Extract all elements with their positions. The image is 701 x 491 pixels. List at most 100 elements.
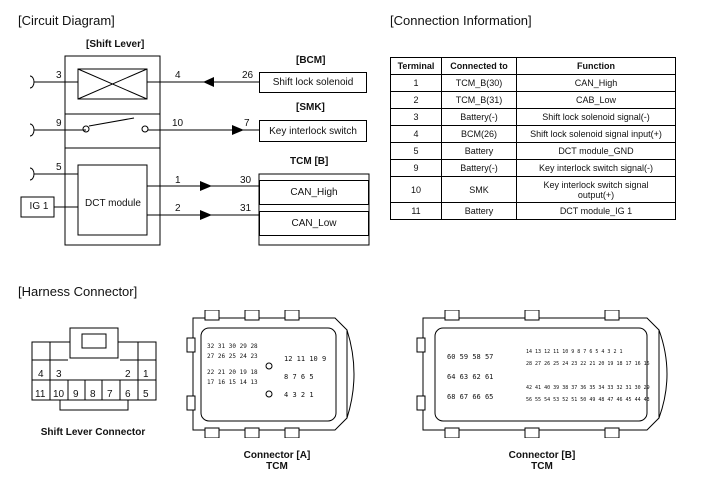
- slc-pin: 8: [90, 389, 96, 400]
- conn-a-row: 22 21 20 19 18: [207, 369, 258, 376]
- cell-terminal: 5: [390, 142, 442, 160]
- shift-lever-outline: [64, 55, 161, 246]
- conn-a-row: 8 7 6 5: [284, 373, 314, 381]
- cell-terminal: 9: [390, 159, 442, 177]
- cell-terminal: 2: [390, 91, 442, 109]
- cell-connected-to: TCM_B(31): [441, 91, 517, 109]
- connection-info-title: [Connection Information]: [390, 13, 532, 28]
- switch-box: [64, 113, 161, 149]
- table-row: 3 Battery(-) Shift lock solenoid signal(…: [390, 108, 676, 126]
- pin-bcm-26: 26: [242, 70, 254, 81]
- connector-a-right-pins: 12 11 10 9 8 7 6 5 4 3 2 1: [284, 350, 344, 404]
- conn-a-row: 12 11 10 9: [284, 355, 327, 363]
- table-row: 2 TCM_B(31) CAB_Low: [390, 91, 676, 109]
- cell-function-line1: Key interlock switch signal: [543, 179, 649, 190]
- slc-pin: 6: [125, 389, 131, 400]
- cell-connected-to: Battery(-): [441, 108, 517, 126]
- conn-a-row: 27 26 25 24 23: [207, 353, 258, 360]
- conn-b-row: 56 55 54 53 52 51 50 49 48 47 46 45 44 4…: [526, 397, 650, 403]
- table-row: 5 Battery DCT module_GND: [390, 142, 676, 160]
- connector-b-caption-line2: TCM: [531, 461, 553, 472]
- conn-b-row: 60 59 58 57: [447, 353, 494, 361]
- cell-function: DCT module_IG 1: [516, 202, 676, 220]
- dct-module-box: [77, 164, 148, 236]
- table-row: 10 SMK Key interlock switch signal outpu…: [390, 176, 676, 203]
- slc-pin: 11: [35, 389, 46, 400]
- cell-connected-to: Battery(-): [441, 159, 517, 177]
- conn-b-row: 28 27 26 25 24 23 22 21 20 19 18 17 16 1…: [526, 361, 650, 367]
- cell-terminal: 1: [390, 74, 442, 92]
- pin-1: 1: [175, 175, 181, 186]
- pin-3: 3: [56, 70, 62, 81]
- pin-4: 4: [175, 70, 181, 81]
- cell-terminal: 11: [390, 202, 442, 220]
- connector-b-small-pins: 14 13 12 11 10 9 8 7 6 5 4 3 2 1 28 27 2…: [526, 346, 654, 406]
- pin-9: 9: [56, 118, 62, 129]
- conn-b-row: 42 41 40 39 38 37 36 35 34 33 32 31 30 2…: [526, 385, 650, 391]
- cell-terminal: 10: [390, 176, 442, 203]
- pin-smk-7: 7: [244, 118, 250, 129]
- connector-a-caption-line1: Connector [A]: [243, 450, 311, 461]
- cell-function: Key interlock switch signal(-): [516, 159, 676, 177]
- slc-pin: 9: [73, 389, 79, 400]
- cell-function: CAN_High: [516, 74, 676, 92]
- ig1-label: IG 1: [29, 201, 49, 212]
- cell-function: Shift lock solenoid signal(-): [516, 108, 676, 126]
- smk-label: [SMK]: [296, 102, 325, 113]
- cell-function: DCT module_GND: [516, 142, 676, 160]
- table-row: 1 TCM_B(30) CAN_High: [390, 74, 676, 92]
- harness-connector-title: [Harness Connector]: [18, 284, 138, 299]
- conn-b-row: 68 67 66 65: [447, 393, 494, 401]
- shift-lock-solenoid-box: Shift lock solenoid: [259, 72, 367, 93]
- header-connected-to: Connected to: [441, 57, 517, 75]
- shift-lever-label: [Shift Lever]: [86, 39, 145, 50]
- connector-a-caption-line2: TCM: [266, 461, 288, 472]
- cell-connected-to: Battery: [441, 202, 517, 220]
- pin-2: 2: [175, 203, 181, 214]
- cell-connected-to: SMK: [441, 176, 517, 203]
- slc-pin: 7: [107, 389, 113, 400]
- cell-function-line2: output(+): [577, 189, 615, 200]
- key-interlock-switch-box: Key interlock switch: [259, 120, 367, 142]
- pin-10: 10: [172, 118, 184, 129]
- cell-connected-to: Battery: [441, 142, 517, 160]
- pin-tcm-30: 30: [240, 175, 252, 186]
- can-low-box: CAN_Low: [259, 211, 369, 236]
- connector-b-drawing: [416, 310, 668, 438]
- dct-module-label: DCT module: [85, 198, 141, 209]
- table-row: 11 Battery DCT module_IG 1: [390, 202, 676, 220]
- table-row: 9 Battery(-) Key interlock switch signal…: [390, 159, 676, 177]
- cell-function: Shift lock solenoid signal input(+): [516, 125, 676, 143]
- can-high-box: CAN_High: [259, 180, 369, 205]
- cell-function: Key interlock switch signal output(+): [516, 176, 676, 203]
- cell-terminal: 4: [390, 125, 442, 143]
- circuit-wiring: [20, 55, 370, 246]
- connector-a-left-pins: 32 31 30 29 28 27 26 25 24 23 22 21 20 1…: [207, 342, 261, 388]
- cell-terminal: 3: [390, 108, 442, 126]
- cell-connected-to: BCM(26): [441, 125, 517, 143]
- conn-b-row: 64 63 62 61: [447, 373, 494, 381]
- slc-pin: 5: [143, 389, 149, 400]
- header-terminal: Terminal: [390, 57, 442, 75]
- cell-connected-to: TCM_B(30): [441, 74, 517, 92]
- conn-a-row: 17 16 15 14 13: [207, 379, 258, 386]
- connector-b-round-pins: 60 59 58 57 64 63 62 61 68 67 66 65: [447, 347, 509, 407]
- tcm-b-label: TCM [B]: [290, 156, 329, 167]
- cell-function: CAB_Low: [516, 91, 676, 109]
- connection-table: Terminal Connected to Function 1 TCM_B(3…: [390, 57, 676, 220]
- conn-a-row: 32 31 30 29 28: [207, 343, 258, 350]
- pin-5: 5: [56, 162, 62, 173]
- slc-pin: 2: [125, 369, 131, 380]
- solenoid-symbol: [77, 68, 148, 100]
- slc-pin: 3: [56, 369, 62, 380]
- shift-lever-connector-caption: Shift Lever Connector: [40, 427, 146, 438]
- header-function: Function: [516, 57, 676, 75]
- slc-pin: 4: [38, 369, 44, 380]
- conn-b-row: 14 13 12 11 10 9 8 7 6 5 4 3 2 1: [526, 349, 623, 355]
- connector-b-caption: Connector [B] TCM: [497, 450, 587, 472]
- bcm-label: [BCM]: [296, 55, 326, 66]
- connector-b-caption-line1: Connector [B]: [508, 450, 576, 461]
- connector-a-drawing: [186, 310, 355, 438]
- slc-pin: 10: [53, 389, 65, 400]
- circuit-diagram-title: [Circuit Diagram]: [18, 13, 115, 28]
